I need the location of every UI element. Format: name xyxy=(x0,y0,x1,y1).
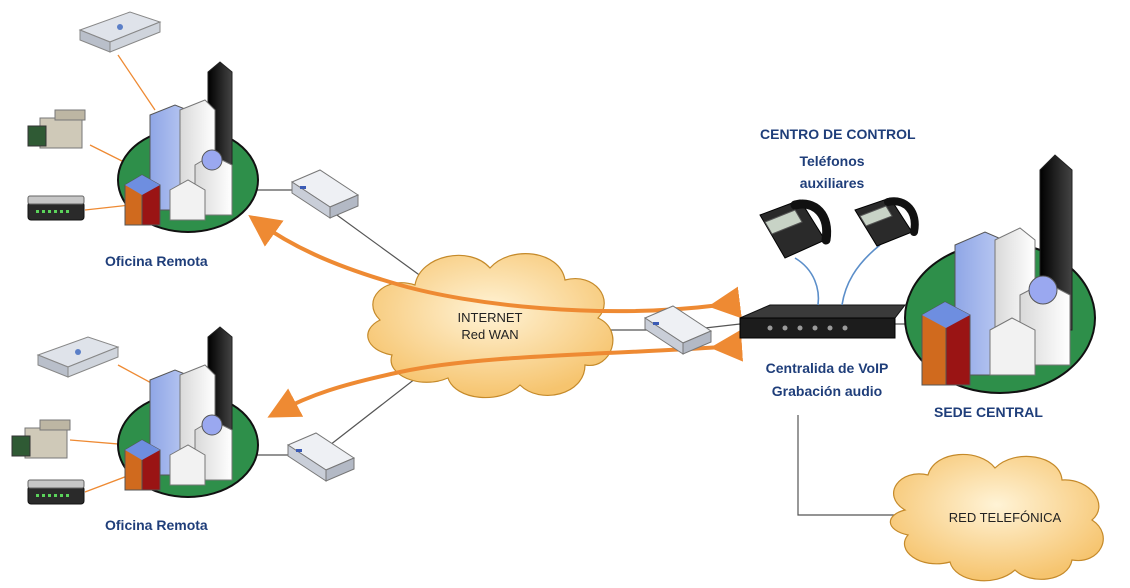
router-icon xyxy=(290,169,360,219)
traffic-arrow-top xyxy=(248,214,742,319)
aux-phones-label-line2: auxiliares xyxy=(799,175,865,191)
internet-cloud-label-line1: INTERNET xyxy=(457,310,523,325)
internet-cloud-label-line2: Red WAN xyxy=(461,327,519,342)
control-center-title: CENTRO DE CONTROL xyxy=(760,126,916,142)
pbx-label-line2: Grabación audio xyxy=(771,383,883,399)
ip-phone-icon xyxy=(759,199,832,259)
remote-office-label-top: Oficina Remota xyxy=(105,253,208,269)
telephone-cloud-label: RED TELEFÓNICA xyxy=(948,510,1062,525)
telephone-cloud xyxy=(889,454,1104,582)
plc-controller-icon xyxy=(27,109,86,149)
phone-cables xyxy=(794,244,881,306)
remote-office-campus-top xyxy=(117,61,259,233)
gateway-device-icon xyxy=(36,336,120,378)
remote-office-label-bottom: Oficina Remota xyxy=(105,517,208,533)
router-icon xyxy=(286,432,356,482)
plc-controller-icon xyxy=(11,419,71,459)
gateway-device-icon xyxy=(78,11,162,53)
aux-phones-label-line1: Teléfonos xyxy=(799,153,865,169)
router-icon xyxy=(643,305,713,355)
modem-device-icon xyxy=(27,479,85,505)
modem-device-icon xyxy=(27,195,85,221)
headquarters-campus xyxy=(904,154,1096,394)
remote-office-campus-bottom xyxy=(117,326,259,498)
voip-pbx-icon xyxy=(739,304,907,339)
ip-phone-icon xyxy=(854,197,919,247)
pbx-label-line1: Centralida de VoIP xyxy=(765,360,889,376)
headquarters-label: SEDE CENTRAL xyxy=(934,404,1043,420)
internet-cloud xyxy=(367,253,614,399)
traffic-arrow-bottom xyxy=(267,329,744,418)
